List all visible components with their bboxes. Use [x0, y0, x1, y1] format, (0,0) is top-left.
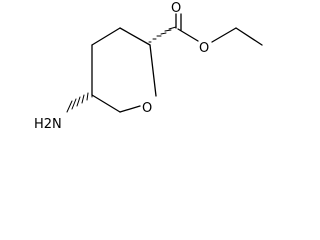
molecular-structure-diagram: O O O H2N — [34, 1, 263, 132]
bond-c3-c4 — [91, 27, 121, 46]
ester-group — [148, 13, 263, 46]
bond-c6-o1 — [119, 105, 141, 113]
bond-c5-c6 — [91, 94, 121, 113]
hashed-wedge-bond-c5 — [66, 92, 93, 113]
amine-label: H2N — [34, 117, 62, 132]
carbonyl-oxygen-label: O — [171, 1, 181, 16]
ring-oxygen-label: O — [142, 101, 152, 116]
bond-c2-c3 — [119, 27, 151, 46]
bond-ester-o-ch2 — [211, 27, 237, 43]
ester-oxygen-label: O — [199, 41, 209, 56]
pyran-ring — [91, 27, 157, 113]
bond-o1-c2 — [149, 44, 157, 97]
bond-ch2-ch3 — [235, 27, 263, 46]
hashed-wedge-bond-c2 — [148, 26, 177, 43]
bond-carbonyl-c-ester-o — [177, 28, 199, 42]
